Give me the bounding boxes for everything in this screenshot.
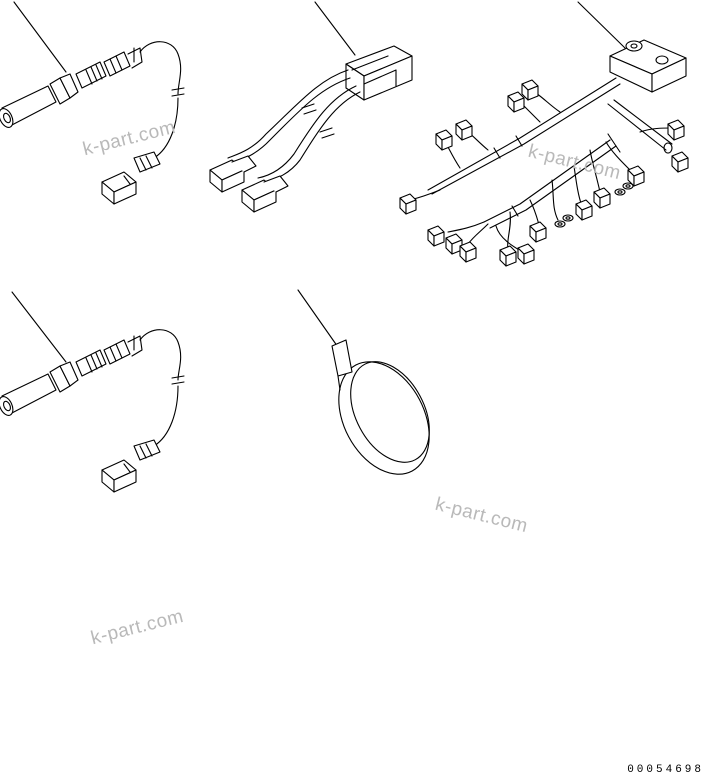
oxygen-sensor-upper[interactable]: [0, 1, 185, 205]
leader-line: [577, 1, 626, 49]
leader-line: [314, 1, 356, 56]
document-number: 00054698: [627, 764, 704, 776]
oxygen-sensor-lower[interactable]: [0, 291, 185, 493]
leader-line: [13, 1, 67, 73]
leader-line: [297, 289, 341, 351]
main-wiring-harness[interactable]: [399, 1, 689, 267]
leader-line: [11, 291, 67, 363]
band-clamp[interactable]: [297, 289, 447, 490]
sensor-wiring-harness[interactable]: [209, 1, 413, 213]
